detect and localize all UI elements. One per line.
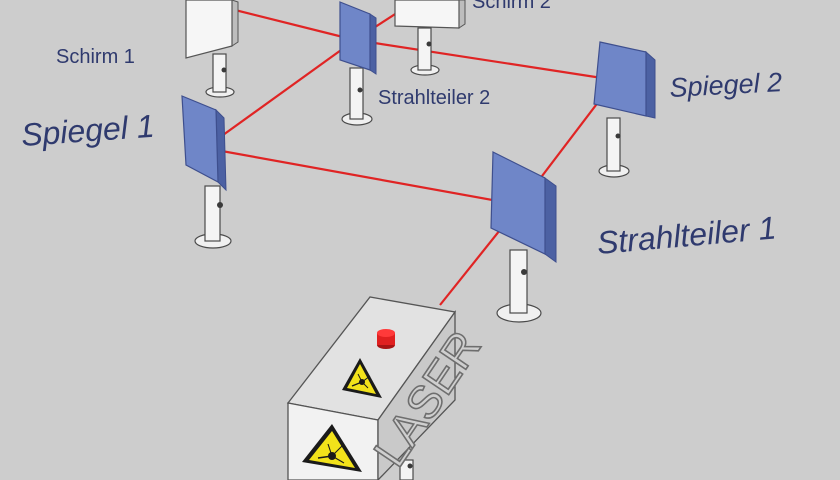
- laser-power-button: [377, 329, 395, 349]
- beamsplitter-2-glass: [339, 1, 371, 71]
- label-beamsplitter-1: Strahlteiler 1: [595, 209, 777, 261]
- label-beamsplitter-2: Strahlteiler 2: [378, 87, 490, 109]
- label-mirror-2: Spiegel 2: [669, 67, 783, 103]
- screen-2-plate: [394, 0, 460, 29]
- beamsplitter-2: [339, 1, 377, 126]
- mirror-1-glass: [181, 95, 219, 184]
- beam-mirror1-to-splitter2: [204, 39, 356, 149]
- label-mirror-1: Spiegel 1: [20, 108, 156, 153]
- laser-warning-icon: [342, 358, 382, 398]
- beam-splitter1-to-mirror1: [204, 146, 521, 207]
- mirror-1: [181, 95, 232, 249]
- screen-1: [185, 0, 239, 98]
- beam-mirror2-to-splitter2: [354, 38, 616, 82]
- label-screen-2: Schirm 2: [472, 0, 551, 13]
- mirror-2-glass: [593, 41, 647, 117]
- beamsplitter-1: [490, 151, 557, 323]
- mirror-2: [593, 41, 656, 178]
- laser-warning-icon: [302, 424, 362, 472]
- label-screen-1: Schirm 1: [56, 46, 135, 68]
- screen-2: [394, 0, 466, 76]
- beamsplitter-1-glass: [490, 151, 546, 255]
- laser-device: LASER: [286, 296, 491, 480]
- screen-1-plate: [185, 0, 233, 59]
